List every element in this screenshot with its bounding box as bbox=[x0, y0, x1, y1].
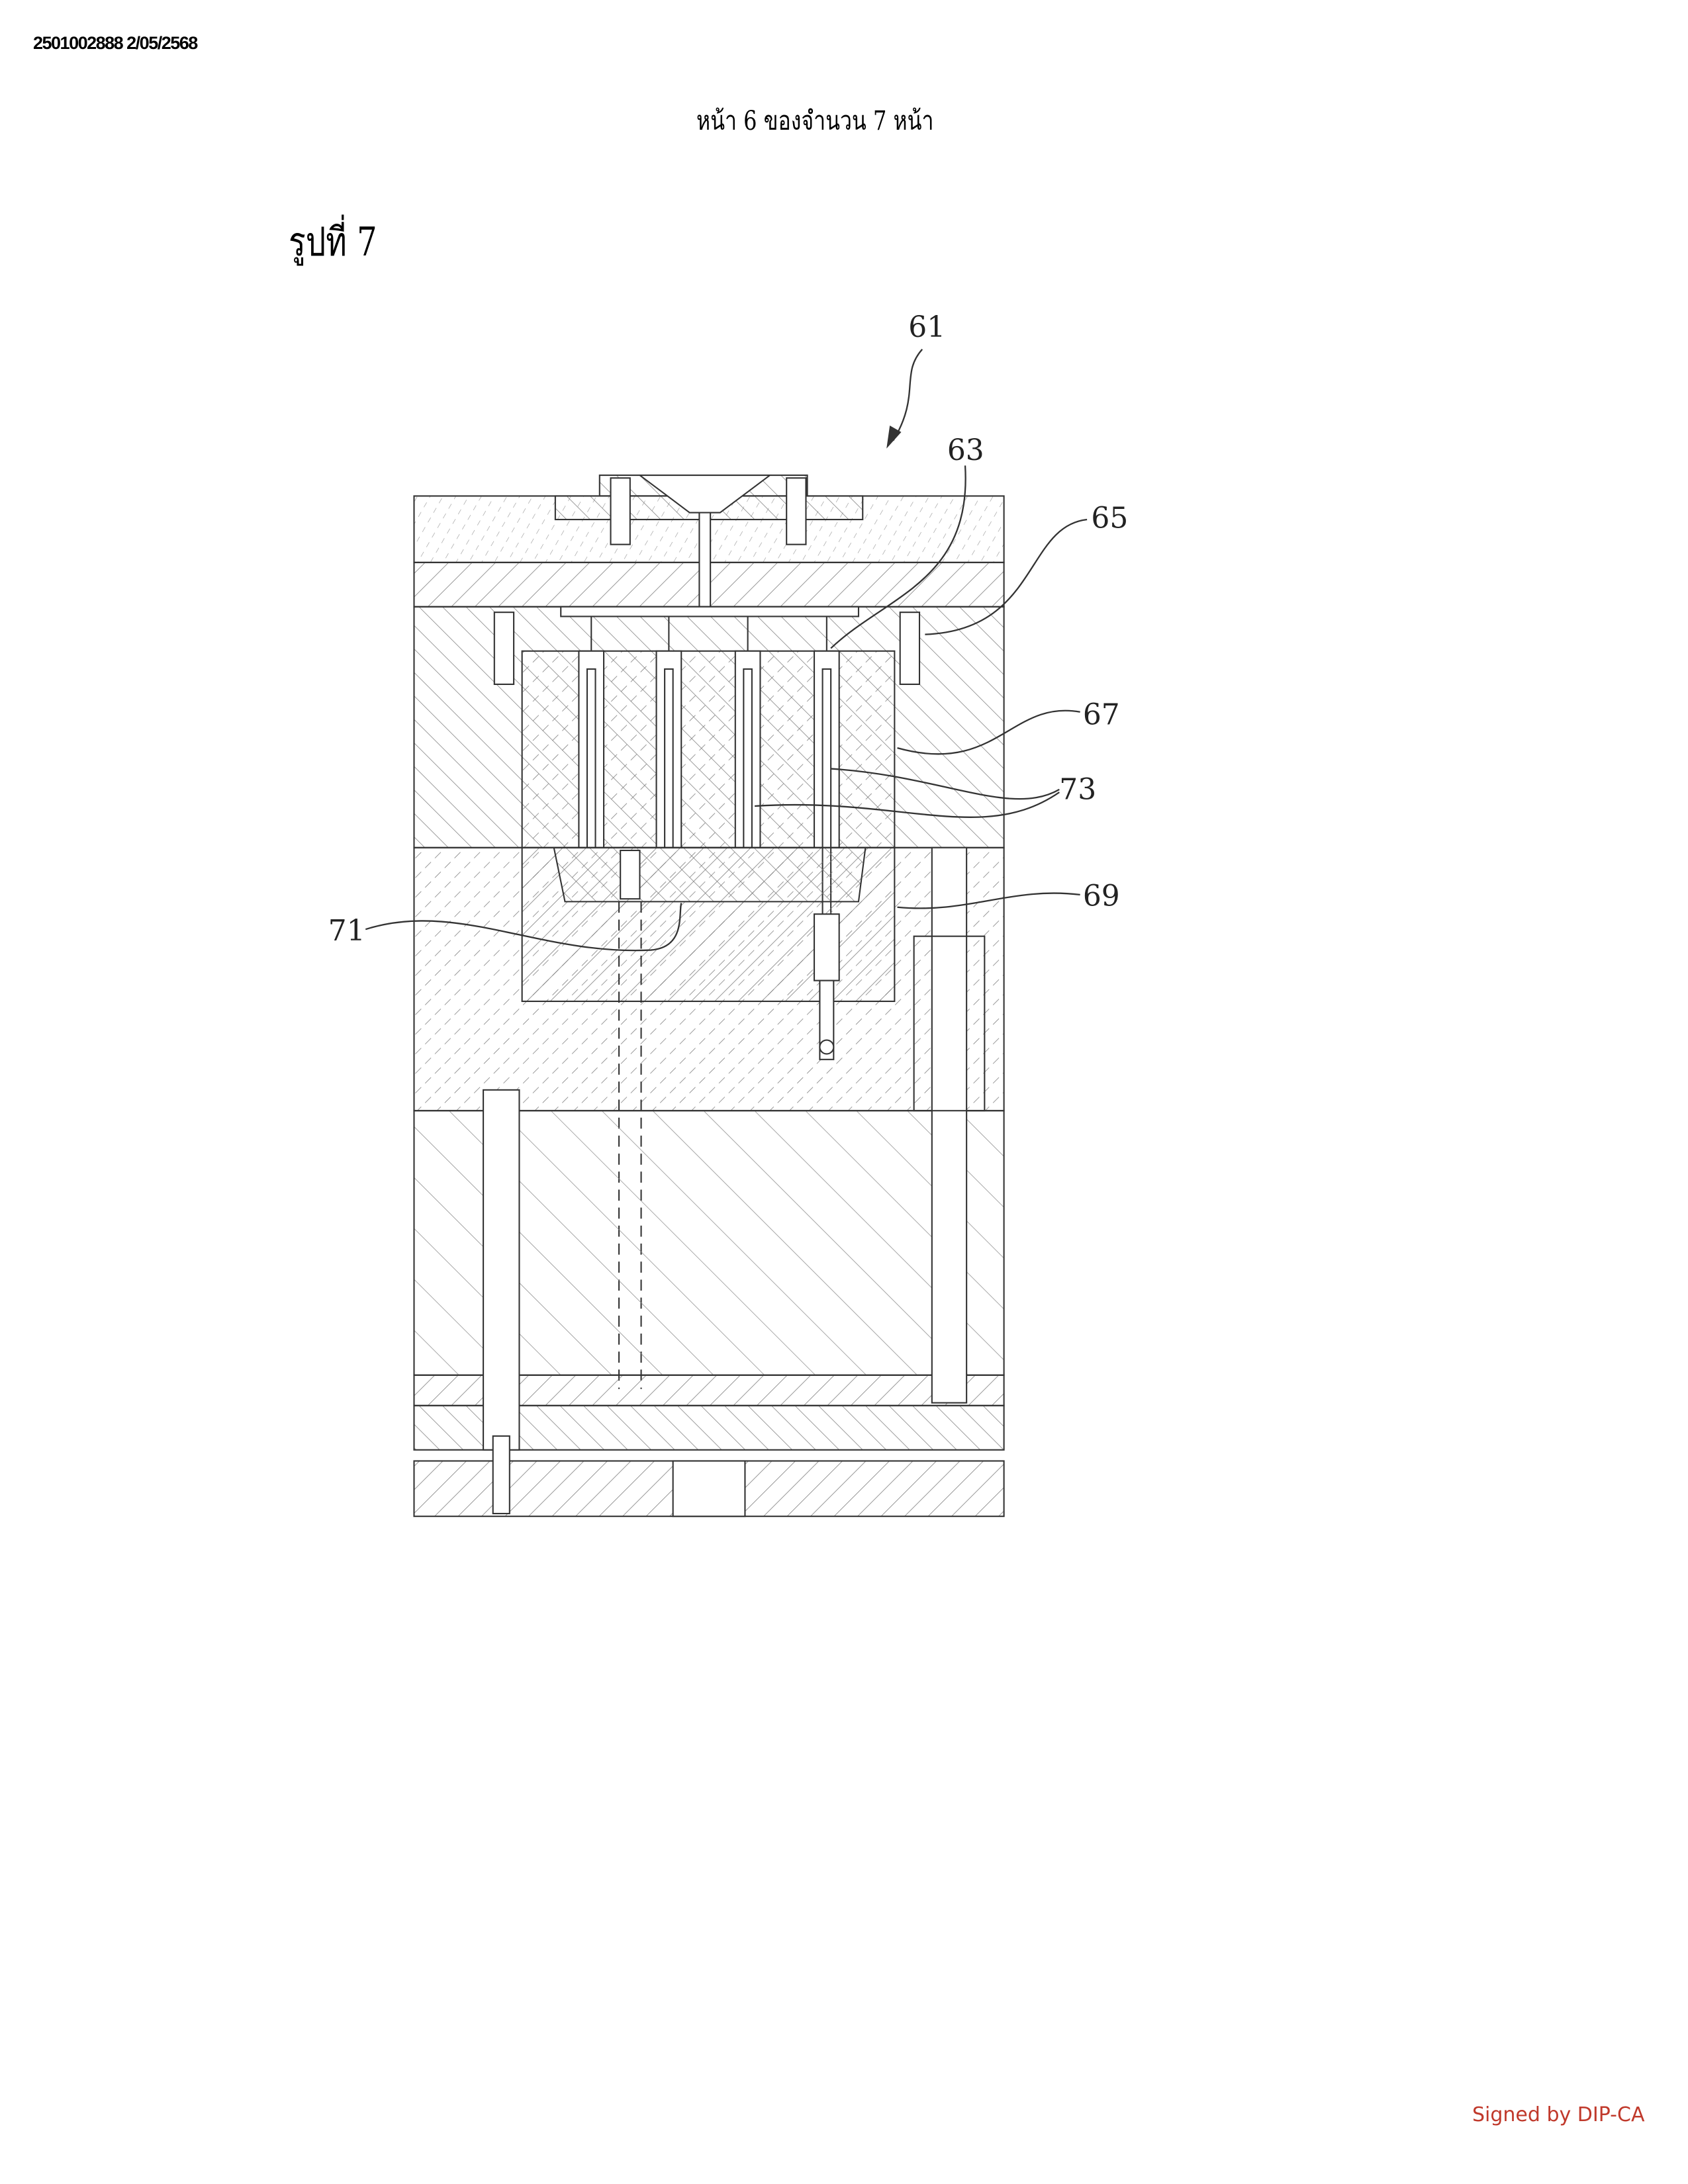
label-61: 61 bbox=[908, 310, 945, 344]
pin-hole bbox=[819, 1039, 835, 1055]
label-73: 73 bbox=[1059, 773, 1096, 807]
manifold-bar bbox=[560, 606, 860, 617]
screw bbox=[493, 612, 515, 685]
screw bbox=[899, 612, 921, 685]
guide-bushing bbox=[913, 935, 986, 1112]
label-71: 71 bbox=[328, 914, 365, 948]
screw bbox=[786, 477, 807, 545]
knockout-hole bbox=[672, 1460, 746, 1518]
ejector-rod bbox=[819, 979, 835, 1060]
screw bbox=[620, 849, 641, 900]
sprue-cone bbox=[637, 475, 773, 514]
label-69: 69 bbox=[1083, 880, 1120, 913]
document-id: 2501002888 2/05/2568 bbox=[33, 33, 198, 53]
stripper-block bbox=[553, 846, 867, 903]
bottom-screw bbox=[492, 1435, 510, 1515]
sprue-channel bbox=[698, 512, 712, 608]
label-65: 65 bbox=[1091, 502, 1128, 535]
leader-lines bbox=[365, 348, 1088, 952]
figure-title: รูปที่ 7 bbox=[289, 219, 377, 265]
guide-pin bbox=[931, 846, 968, 1404]
digital-signature-note: Signed by DIP-CA bbox=[1472, 2103, 1645, 2126]
screw bbox=[610, 477, 631, 545]
return-pin bbox=[483, 1089, 520, 1451]
label-67: 67 bbox=[1083, 698, 1120, 732]
page-indicator: หน้า 6 ของจำนวน 7 หน้า bbox=[696, 106, 934, 136]
core-pins bbox=[578, 616, 840, 919]
reference-labels: 61 63 65 67 73 69 71 bbox=[328, 310, 1129, 948]
ejector-sleeve bbox=[813, 913, 840, 981]
label-63: 63 bbox=[947, 433, 984, 467]
